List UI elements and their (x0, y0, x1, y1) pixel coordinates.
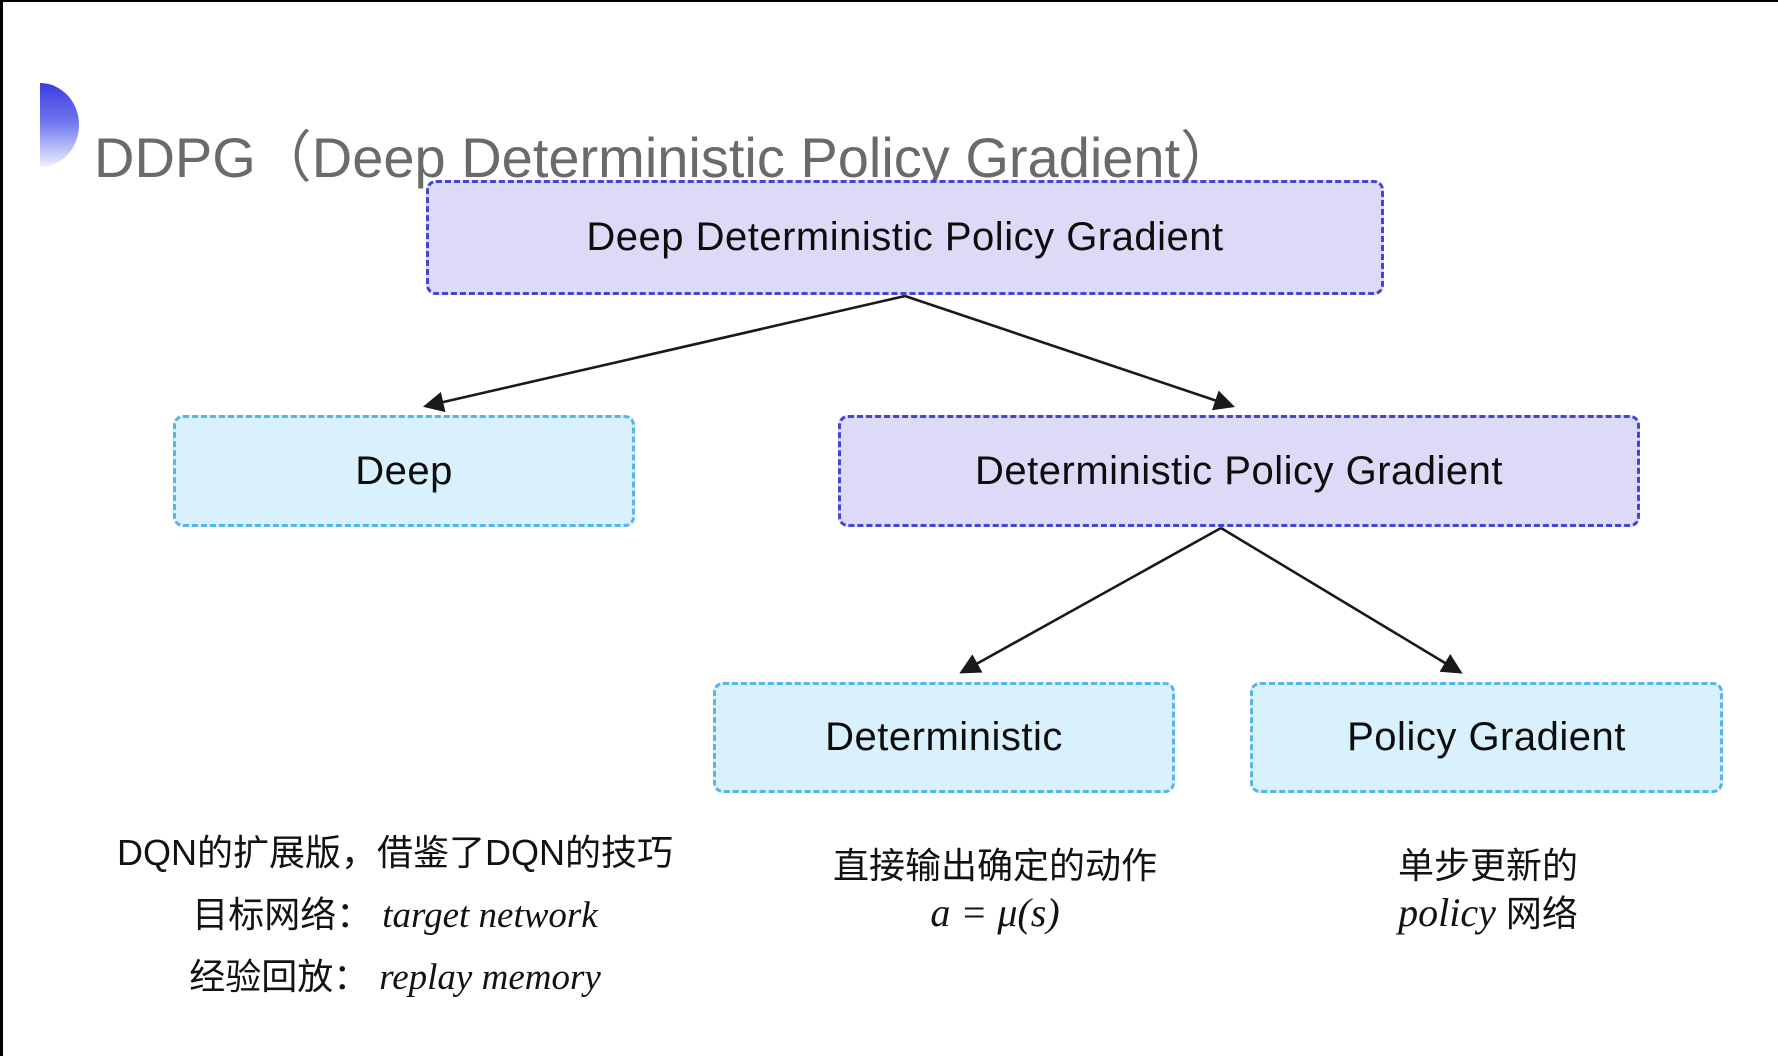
note-pg-policy-term: policy (1398, 890, 1496, 935)
note-deep-line1-text: DQN的扩展版，借鉴了DQN的技巧 (117, 832, 673, 873)
note-target-network-term: target network (382, 895, 598, 936)
note-pg-network-suffix: 网络 (1495, 893, 1578, 934)
note-deterministic-line1-text: 直接输出确定的动作 (832, 845, 1157, 886)
node-root: Deep Deterministic Policy Gradient (426, 180, 1384, 295)
note-replay-memory-term: replay memory (379, 957, 601, 998)
top-border-line (0, 0, 1778, 2)
note-replay-memory-label: 经验回放： (189, 956, 370, 997)
note-deep-line2: 目标网络：target network (95, 884, 695, 946)
arrow-dpg-to-deterministic (959, 526, 1222, 674)
note-deterministic-line1: 直接输出确定的动作 (745, 842, 1245, 889)
notes-deterministic: 直接输出确定的动作 a = μ(s) (745, 842, 1245, 936)
notes-deep: DQN的扩展版，借鉴了DQN的技巧 目标网络：target network 经验… (95, 822, 695, 1008)
note-deterministic-formula-line: a = μ(s) (745, 889, 1245, 936)
note-deep-line1: DQN的扩展版，借鉴了DQN的技巧 (95, 822, 695, 884)
left-border-line (0, 0, 3, 1056)
note-target-network-label: 目标网络： (192, 894, 373, 935)
page-title: DDPG（Deep Deterministic Policy Gradient） (94, 125, 1237, 189)
note-pg-line1-text: 单步更新的 (1397, 845, 1578, 886)
note-deep-line3: 经验回放：replay memory (95, 946, 695, 1008)
arrow-root-to-dpg (904, 294, 1235, 411)
arrow-dpg-to-policy-gradient (1220, 526, 1463, 674)
node-deterministic: Deterministic (713, 682, 1175, 793)
node-policy-gradient: Policy Gradient (1250, 682, 1723, 793)
note-pg-line1: 单步更新的 (1238, 842, 1738, 889)
node-deterministic-policy-gradient: Deterministic Policy Gradient (838, 415, 1640, 527)
title-bullet-icon (40, 83, 79, 167)
formula-a-equals-mu-s: a = μ(s) (930, 890, 1060, 935)
arrow-root-to-deep (422, 294, 906, 413)
notes-policy-gradient: 单步更新的 policy 网络 (1238, 842, 1738, 936)
note-pg-line2: policy 网络 (1238, 889, 1738, 936)
node-deep: Deep (173, 415, 635, 527)
